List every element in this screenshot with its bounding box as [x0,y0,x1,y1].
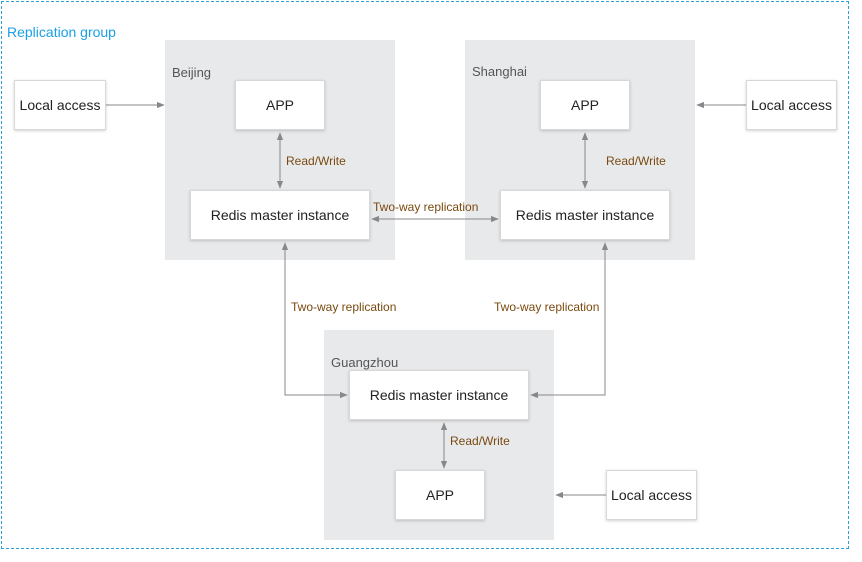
region-label-guangzhou: Guangzhou [331,355,399,370]
region-label-shanghai: Shanghai [472,64,527,79]
beijing-local-access-node: Local access [14,80,106,130]
replication-group-border [1,1,849,549]
guangzhou-local-access-node: Local access [606,470,697,520]
beijing-read-write-label: Read/Write [286,154,346,168]
region-label-beijing: Beijing [172,65,212,80]
shanghai-app-node: APP [540,80,630,130]
guangzhou-app-node: APP [395,470,485,520]
edge-shanghai-guangzhou [530,242,609,399]
beijing-redis-node: Redis master instance [190,190,370,240]
shanghai-local-access-node: Local access [746,80,837,130]
replication-label-beijing-guangzhou: Two-way replication [291,300,397,314]
replication-group-title: Replication group [7,24,116,40]
replication-label-shanghai-guangzhou: Two-way replication [494,300,600,314]
beijing-app-node: APP [235,80,325,130]
replication-label-beijing-shanghai: Two-way replication [373,200,479,214]
shanghai-read-write-label: Read/Write [606,154,666,168]
shanghai-redis-node: Redis master instance [500,190,670,240]
guangzhou-redis-node: Redis master instance [349,370,529,420]
edge-beijing-guangzhou [281,242,348,399]
guangzhou-read-write-label: Read/Write [450,434,510,448]
